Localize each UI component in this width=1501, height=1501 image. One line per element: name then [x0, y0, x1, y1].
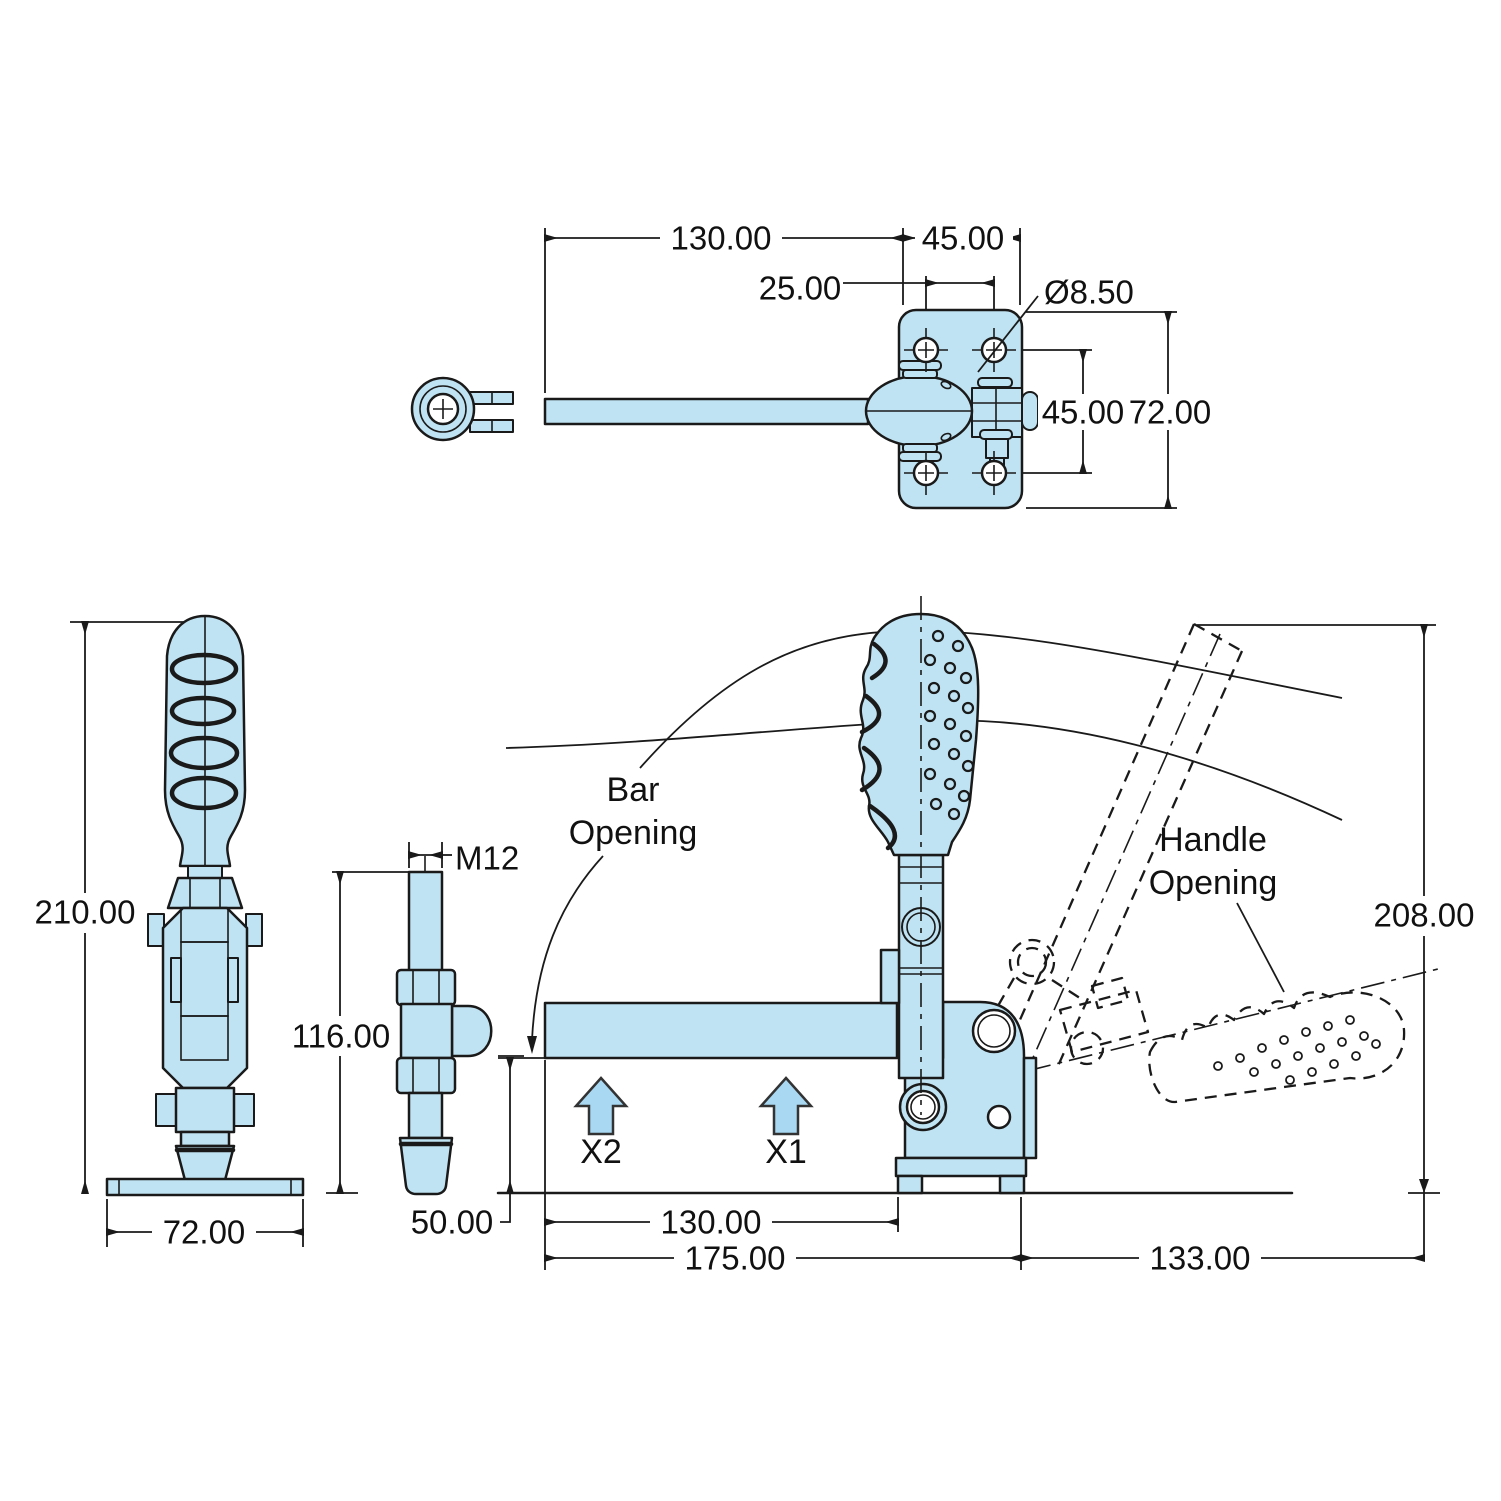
bar-opening-line2: Opening: [569, 814, 698, 852]
handle-opening-line2: Opening: [1149, 864, 1278, 902]
main-view: Bar Opening Handle Opening 50.00 208.00: [411, 596, 1480, 1277]
mounting-lugs: [898, 360, 942, 462]
open-height-dim: 208.00: [1197, 624, 1480, 1258]
main-dim-handle-reach: 133.00: [1150, 1240, 1251, 1277]
force-label-x2: X2: [580, 1133, 622, 1171]
force-arrow-x1: [758, 1076, 814, 1136]
spindle-body: [395, 870, 493, 1196]
handle-swing-arc-outer: [639, 629, 1343, 769]
force-arrows: X2 X1: [573, 1076, 814, 1171]
bar-opening-line1: Bar: [607, 771, 660, 809]
body-hole-large: [971, 1008, 1017, 1054]
top-dim-plate-width: 45.00: [922, 220, 1005, 257]
top-dim-hole-offset: 25.00: [759, 270, 842, 307]
clamp-height-dim: 50.00: [411, 1055, 524, 1241]
front-base-flange: [105, 1177, 305, 1197]
front-handle: [163, 614, 247, 879]
spindle-dim-length: 116.00: [292, 1018, 390, 1055]
rubber-tip: [398, 1136, 454, 1196]
handle-open-position-dashed: [1010, 622, 1244, 1067]
handle-closed-position: [858, 596, 980, 1115]
top-view: 130.00 45.00 25.00: [410, 220, 1216, 510]
clamp-bar: [543, 1001, 899, 1060]
main-dim-overall-length: 175.00: [685, 1240, 786, 1277]
bar-clamp-tab: [879, 948, 901, 1005]
pressure-pad: [450, 1004, 493, 1058]
body-base: [894, 1156, 1028, 1178]
spindle-view: M12 116.00: [288, 840, 519, 1198]
handle-opening-label: Handle Opening: [1149, 821, 1285, 993]
front-dim-total-height: 210.00: [35, 894, 136, 931]
handle-knob-top: [864, 374, 974, 448]
top-dim-plate-height: 72.00: [1129, 394, 1212, 431]
main-dim-bar-length: 130.00: [661, 1204, 762, 1241]
force-label-x1: X1: [765, 1133, 807, 1171]
spindle-top-view: [410, 376, 514, 442]
body-hole-small: [986, 1104, 1012, 1130]
handle-grip-dots: [923, 629, 975, 821]
open-handle-grip-dots: [1213, 1015, 1381, 1085]
spindle-dim-clamp-height: 50.00: [411, 1204, 494, 1241]
top-hole-diameter: Ø8.50: [1044, 274, 1134, 311]
spindle-thread-label: M12: [455, 840, 519, 877]
mounting-holes: [904, 328, 1016, 495]
bar-top: [543, 397, 870, 426]
top-dim-hole-spacing: 45.00: [1042, 394, 1125, 431]
bottom-dimensions: 130.00 175.00 133.00: [544, 1060, 1425, 1277]
front-dim-base-width: 72.00: [163, 1214, 246, 1251]
front-view: 210.00: [30, 614, 305, 1252]
handle-opening-line1: Handle: [1159, 821, 1267, 859]
main-dim-open-height: 208.00: [1374, 897, 1475, 934]
clamp-body: [894, 1000, 1038, 1195]
front-body: [105, 876, 305, 1197]
force-arrow-x2: [573, 1076, 629, 1136]
bar-opening-label: Bar Opening: [498, 771, 698, 1059]
top-dim-bar-length: 130.00: [671, 220, 772, 257]
